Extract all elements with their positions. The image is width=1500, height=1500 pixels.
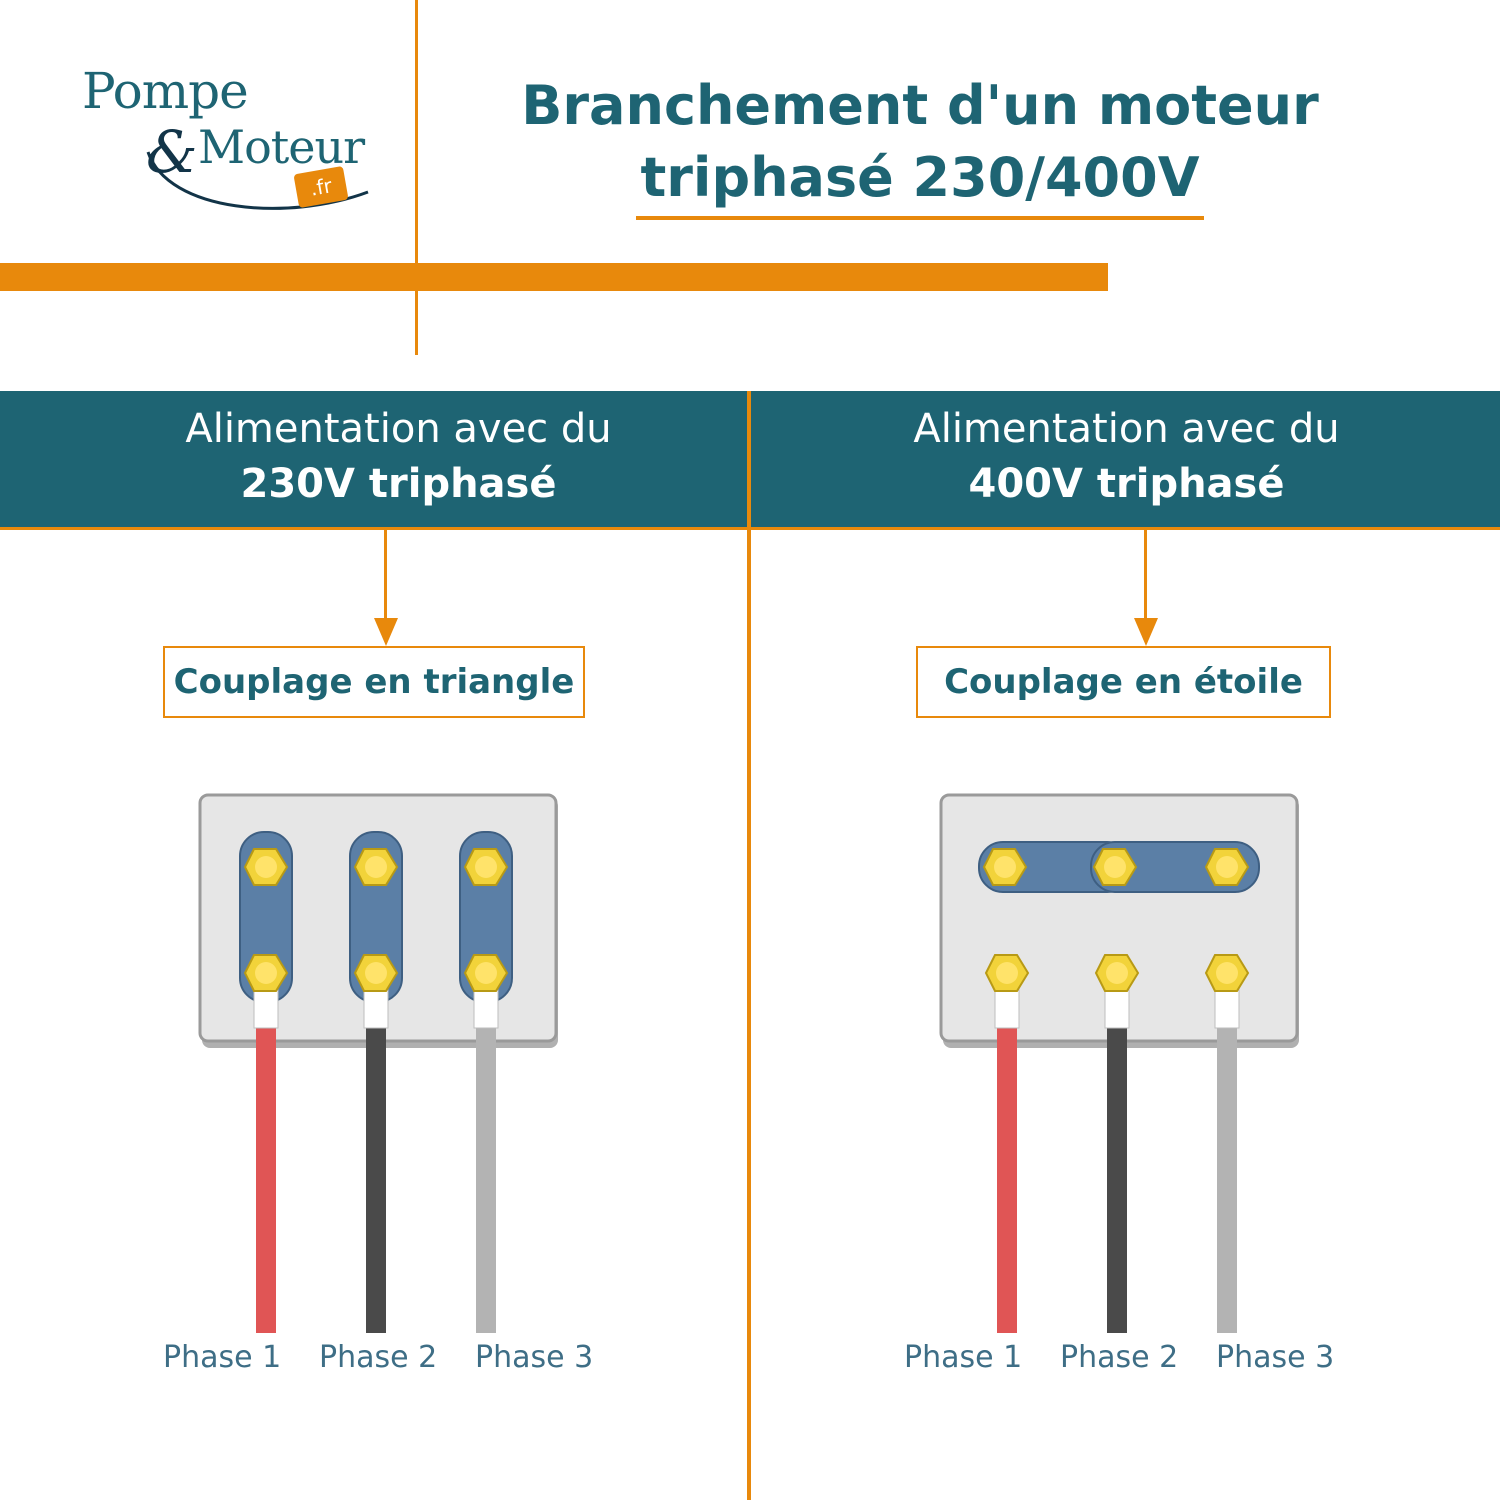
right-section-header: Alimentation avec du 400V triphasé [753,402,1500,512]
left-terminal-block-diagram [198,793,558,1333]
left-arrow-shaft [384,530,387,620]
logo-ampersand: & [146,118,198,186]
left-coupling-box: Couplage en triangle [163,646,585,718]
left-phase-1-label: Phase 1 [163,1340,282,1375]
left-header-line-2: 230V triphasé [240,461,557,507]
page-title: Branchement d'un moteur triphasé 230/400… [470,70,1370,220]
title-line-1: Branchement d'un moteur [521,74,1319,137]
left-arrow-head-icon [374,618,398,646]
left-phase-3-label: Phase 3 [475,1340,594,1375]
logo-word-pompe: Pompe [82,62,249,120]
right-phase-3-label: Phase 3 [1216,1340,1335,1375]
header-orange-bar [0,263,1108,291]
left-phase-2-label: Phase 2 [319,1340,438,1375]
right-phase-1-label: Phase 1 [904,1340,1023,1375]
right-header-line-2: 400V triphasé [968,461,1285,507]
logo: Pompe & Moteur .fr [78,62,378,222]
section-vertical-divider [747,391,751,1500]
logo-word-moteur: Moteur [198,120,365,174]
right-terminal-block-diagram [939,793,1299,1333]
header-vertical-divider [415,0,418,355]
left-header-line-1: Alimentation avec du [185,406,612,452]
title-line-2: triphasé 230/400V [636,142,1204,220]
right-arrow-head-icon [1134,618,1158,646]
right-coupling-box: Couplage en étoile [916,646,1331,718]
right-phase-2-label: Phase 2 [1060,1340,1179,1375]
right-header-line-1: Alimentation avec du [913,406,1340,452]
right-arrow-shaft [1144,530,1147,620]
left-section-header: Alimentation avec du 230V triphasé [25,402,772,512]
